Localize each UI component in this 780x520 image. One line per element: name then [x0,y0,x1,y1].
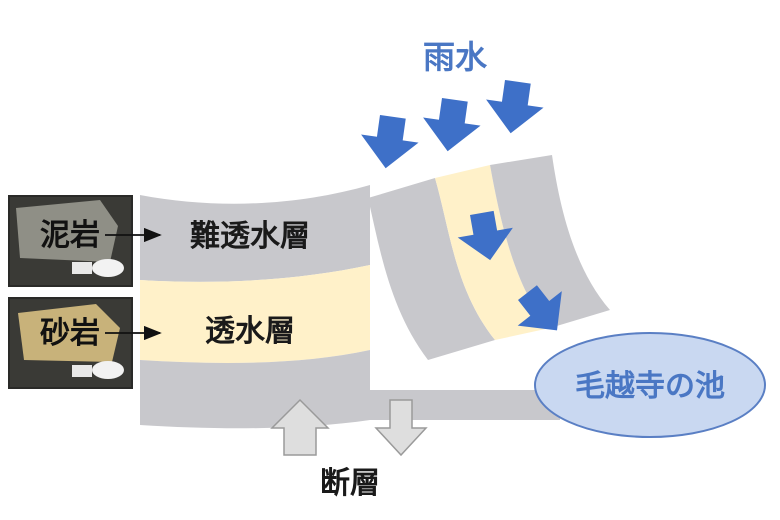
rain-arrow-icon [486,80,544,134]
tilted-gray-layer-1 [368,178,495,360]
fault-arrow-up-icon [270,398,330,456]
mudstone-label: 泥岩 [40,218,100,253]
permeable-layer-shape [140,265,370,363]
permeable-layer-label: 透水層 [205,314,295,349]
mudstone-photo: 泥岩 [8,195,133,287]
rain-arrow-icon [361,115,419,169]
sandstone-label: 砂岩 [40,316,100,351]
left-strata-block [140,185,560,429]
rain-arrow-icon [423,98,481,152]
flow-arrow-icon [517,285,562,331]
rain-label: 雨水 [423,38,488,76]
fault-arrow-down-icon [374,399,428,457]
lower-layer-shape [140,350,560,429]
pond-label: 毛越寺の池 [575,369,725,404]
rain-arrows [361,80,544,169]
flow-arrow-icon [457,210,513,261]
impermeable-layer-label: 難透水層 [190,219,310,254]
fault-label: 断層 [320,466,380,501]
pond-ellipse [534,332,766,438]
tilted-gray-layer-2 [490,155,610,328]
sandstone-photo: 砂岩 [8,297,133,389]
impermeable-layer-shape [140,185,370,282]
